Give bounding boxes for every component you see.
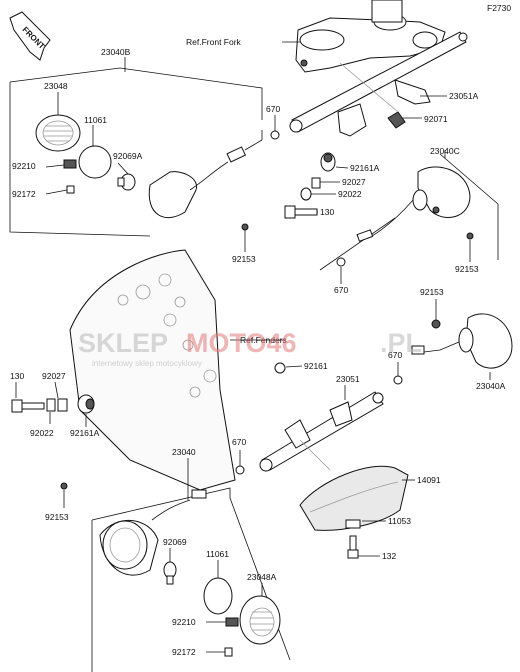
label-92022-mid: 92022 (30, 428, 54, 438)
lamp-housing-23040A (411, 313, 513, 369)
o-ring-670-b (336, 257, 346, 267)
watermark-brand-b: MOTO46 (186, 328, 297, 358)
o-ring-11061-bot (203, 577, 233, 615)
o-ring-670-a (270, 130, 280, 140)
label-23040A: 23040A (476, 381, 506, 391)
label-92153-c: 92153 (420, 287, 444, 297)
label-92071: 92071 (424, 114, 448, 124)
group-box-23040 (91, 458, 291, 672)
lamp-housing-23040 (99, 489, 207, 576)
o-ring-670-d (235, 465, 245, 475)
label-670-b: 670 (334, 285, 348, 295)
label-23048A: 23048A (247, 572, 277, 582)
lens-grille-23048A (239, 595, 281, 645)
damper-92161 (274, 362, 286, 374)
label-92172-top: 92172 (12, 189, 36, 199)
lamp-housing-23040B (148, 130, 263, 218)
label-92153-a: 92153 (232, 254, 256, 264)
lamp-housing-23040C (356, 166, 471, 242)
label-92153-b: 92153 (455, 264, 479, 274)
label-11061-top: 11061 (84, 115, 107, 125)
label-92153-d: 92153 (45, 512, 69, 522)
collar-92027-top (311, 177, 321, 189)
leaders-bottom (169, 548, 263, 653)
label-670-c: 670 (388, 350, 402, 360)
label-11053: 11053 (388, 516, 411, 526)
label-23040: 23040 (172, 447, 196, 457)
label-132: 132 (382, 551, 396, 561)
bulb-92069 (163, 561, 177, 585)
label-23051A: 23051A (449, 91, 479, 101)
watermark: SKLEP MOTO46 .PL internetowy sklep motoc… (78, 328, 422, 368)
ref-front-fork: Ref.Front Fork (186, 37, 242, 47)
label-92210-top: 92210 (12, 161, 36, 171)
stay-23051A (289, 31, 468, 137)
label-92161A-mid: 92161A (70, 428, 100, 438)
label-92069: 92069 (163, 537, 187, 547)
label-92210-bot: 92210 (172, 617, 196, 627)
o-ring-670-c (393, 375, 403, 385)
grommet-92071 (387, 111, 406, 129)
lens-grille-23048 (35, 114, 81, 152)
o-ring-11061-top (78, 145, 112, 179)
label-130-mid: 130 (10, 371, 24, 381)
label-92022-top: 92022 (338, 189, 362, 199)
clip-92210-bot (225, 617, 239, 627)
group-box-23040C (319, 150, 499, 271)
bulb-92069A (117, 173, 136, 191)
figure-code: F2730 (487, 3, 511, 13)
damper-92161A-top (320, 152, 336, 172)
label-23040B: 23040B (101, 47, 131, 57)
front-arrow-icon: FRONT (9, 11, 51, 61)
label-670-a: 670 (266, 104, 280, 114)
label-11061-bot: 11061 (206, 549, 229, 559)
nut-92153-b (466, 232, 474, 240)
bolt-130-top (284, 205, 318, 219)
label-23040C: 23040C (430, 146, 460, 156)
nut-92153-d (60, 482, 68, 490)
ref-fenders: Ref.Fenders (240, 335, 287, 345)
damper-92161A-mid (77, 394, 95, 414)
screw-92172-bot (224, 647, 233, 657)
washer-92022-top (300, 187, 312, 201)
label-92027-top: 92027 (342, 177, 366, 187)
leaders-lower-right (299, 439, 415, 557)
leader-92161 (285, 365, 303, 368)
collar-92027-mid (57, 398, 68, 412)
label-92172-bot: 92172 (172, 647, 196, 657)
front-fender (69, 249, 236, 491)
watermark-brand-c: .PL (380, 328, 422, 358)
watermark-brand-a: SKLEP (78, 328, 168, 358)
stay-23051 (259, 391, 384, 472)
leaders-mid-left (15, 381, 87, 427)
leaders-top-right (274, 41, 447, 213)
label-92069A: 92069A (113, 151, 143, 161)
group-box-23040B (9, 57, 263, 237)
bolt-130-mid (11, 399, 45, 413)
label-130-top: 130 (320, 207, 334, 217)
label-92027-mid: 92027 (42, 371, 66, 381)
front-fork-bracket (295, 0, 446, 73)
nut-92153-c (431, 319, 441, 329)
label-14091: 14091 (417, 475, 441, 485)
label-92161: 92161 (304, 361, 328, 371)
label-23048-top: 23048 (44, 81, 68, 91)
clip-92210-top (63, 159, 77, 169)
washer-92022-mid (46, 398, 56, 412)
watermark-tagline: internetowy sklep motocyklowy (92, 359, 202, 368)
label-670-d: 670 (232, 437, 246, 447)
nut-92153-a (241, 223, 249, 231)
bracket-11053 (345, 519, 361, 529)
label-92161A-top: 92161A (350, 163, 380, 173)
bolt-132 (347, 535, 359, 559)
leaders-top-left (45, 92, 246, 252)
label-23051: 23051 (336, 374, 360, 384)
flap-14091 (299, 465, 409, 531)
screw-92172-top (66, 185, 75, 194)
